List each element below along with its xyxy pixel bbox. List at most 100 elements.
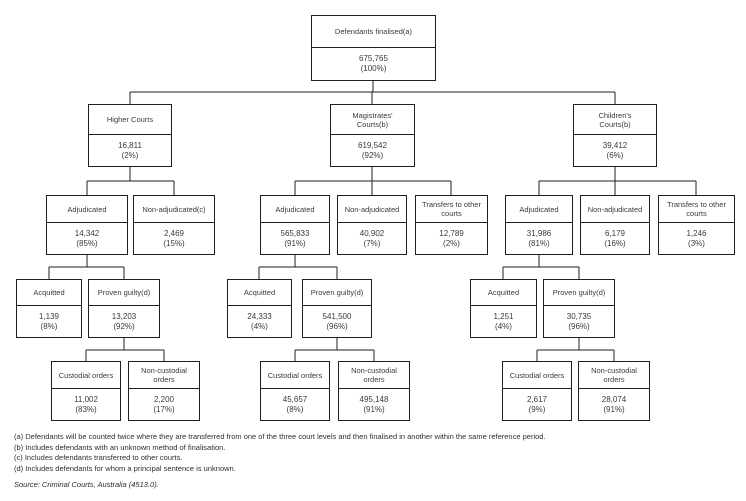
node-childrens-non-custodial-orders: Non-custodial orders 28,074 (91%) (578, 361, 650, 421)
connector-magistrates-adjudicated-to-verdicts (258, 255, 338, 279)
node-count: 2,200 (153, 394, 175, 404)
node-percent: (91%) (284, 238, 306, 248)
footnotes: (a) Defendants will be counted twice whe… (14, 432, 740, 491)
node-count: 619,542 (358, 140, 387, 150)
node-count: 45,657 (282, 394, 308, 404)
node-title: Proven guilty(d) (544, 280, 614, 306)
node-percent: (91%) (363, 404, 385, 414)
node-title: Acquitted (228, 280, 291, 306)
footnote-c: (c) Includes defendants transferred to o… (14, 453, 183, 462)
node-percent: (6%) (606, 150, 624, 160)
node-values: 2,469 (15%) (134, 223, 214, 254)
node-higher-courts: Higher Courts 16,811 (2%) (88, 104, 172, 167)
connector-childrens-adjudicated-to-verdicts (502, 255, 580, 279)
connector-root-to-courts (129, 81, 616, 104)
node-count: 28,074 (601, 394, 627, 404)
node-count: 1,139 (38, 311, 60, 321)
node-percent: (100%) (360, 64, 387, 73)
node-title: Custodial orders (261, 362, 329, 389)
node-title: Custodial orders (52, 362, 120, 389)
node-count: 495,148 (359, 394, 389, 404)
node-higher-non-adjudicated: Non-adjudicated(c) 2,469 (15%) (133, 195, 215, 255)
node-values: 6,179 (16%) (581, 223, 649, 254)
node-higher-adjudicated: Adjudicated 14,342 (85%) (46, 195, 128, 255)
node-title: Non-adjudicated (581, 196, 649, 223)
node-values: 495,148 (91%) (339, 389, 409, 420)
footnote-d: (d) Includes defendants for whom a princ… (14, 463, 236, 473)
node-magistrates-custodial-orders: Custodial orders 45,657 (8%) (260, 361, 330, 421)
node-childrens-proven-guilty: Proven guilty(d) 30,735 (96%) (543, 279, 615, 338)
node-title: Adjudicated (506, 196, 572, 223)
node-values: 1,246 (3%) (659, 223, 734, 254)
node-values: 565,833 (91%) (261, 223, 329, 254)
source-note: Source: Criminal Courts, Australia (4513… (14, 480, 159, 489)
node-values: 30,735 (96%) (544, 306, 614, 337)
node-title: Transfers to other courts (416, 196, 487, 223)
node-values: 16,811 (2%) (89, 135, 171, 166)
node-title: Acquitted (17, 280, 81, 306)
node-values: 541,500 (96%) (303, 306, 371, 337)
node-childrens-courts: Children's Courts(b) 39,412 (6%) (573, 104, 657, 167)
node-title: Defendants finalised(a) (312, 16, 435, 48)
node-percent: (17%) (153, 404, 175, 414)
node-percent: (85%) (76, 238, 98, 248)
node-percent: (96%) (326, 321, 348, 331)
node-percent: (2%) (443, 238, 460, 248)
node-values: 11,002 (83%) (52, 389, 120, 420)
node-title: Adjudicated (47, 196, 127, 223)
node-percent: (2%) (121, 150, 139, 160)
node-title: Custodial orders (503, 362, 571, 389)
node-title: Non-custodial orders (129, 362, 199, 389)
node-percent: (81%) (528, 238, 550, 248)
node-magistrates-acquitted: Acquitted 24,333 (4%) (227, 279, 292, 338)
connector-magistrates-proven-to-sentences (294, 338, 375, 361)
node-values: 2,617 (9%) (503, 389, 571, 420)
node-count: 30,735 (566, 311, 592, 321)
node-count: 24,333 (247, 311, 272, 321)
node-values: 1,251 (4%) (471, 306, 536, 337)
node-percent: (7%) (363, 238, 381, 248)
node-count: 675,765 (359, 54, 388, 63)
node-count: 6,179 (604, 228, 626, 238)
node-values: 13,203 (92%) (89, 306, 159, 337)
node-values: 675,765 (100%) (312, 48, 435, 80)
connector-higher-to-outcomes (86, 167, 175, 195)
connector-childrens-to-outcomes (538, 167, 697, 195)
node-values: 12,789 (2%) (416, 223, 487, 254)
node-count: 2,469 (163, 228, 185, 238)
node-childrens-transfers: Transfers to other courts 1,246 (3%) (658, 195, 735, 255)
node-title: Transfers to other courts (659, 196, 734, 223)
node-higher-acquitted: Acquitted 1,139 (8%) (16, 279, 82, 338)
node-title: Non-custodial orders (579, 362, 649, 389)
node-title: Non-custodial orders (339, 362, 409, 389)
node-title: Magistrates' Courts(b) (331, 105, 414, 135)
node-count: 11,002 (74, 394, 98, 404)
connector-childrens-proven-to-sentences (536, 338, 615, 361)
node-percent: (8%) (40, 321, 58, 331)
node-values: 31,986 (81%) (506, 223, 572, 254)
node-defendants-finalised: Defendants finalised(a) 675,765 (100%) (311, 15, 436, 81)
node-higher-custodial-orders: Custodial orders 11,002 (83%) (51, 361, 121, 421)
node-values: 28,074 (91%) (579, 389, 649, 420)
footnote-a: (a) Defendants will be counted twice whe… (14, 432, 546, 441)
node-higher-proven-guilty: Proven guilty(d) 13,203 (92%) (88, 279, 160, 338)
node-count: 16,811 (118, 140, 142, 150)
node-count: 1,246 (686, 228, 707, 238)
node-title: Non-adjudicated (338, 196, 406, 223)
node-magistrates-non-custodial-orders: Non-custodial orders 495,148 (91%) (338, 361, 410, 421)
node-title: Acquitted (471, 280, 536, 306)
node-count: 39,412 (602, 140, 628, 150)
node-magistrates-non-adjudicated: Non-adjudicated 40,902 (7%) (337, 195, 407, 255)
node-percent: (8%) (286, 404, 304, 414)
node-percent: (4%) (251, 321, 268, 331)
node-childrens-acquitted: Acquitted 1,251 (4%) (470, 279, 537, 338)
node-count: 31,986 (526, 228, 552, 238)
connector-magistrates-to-outcomes (294, 167, 452, 195)
node-title: Proven guilty(d) (89, 280, 159, 306)
node-percent: (4%) (495, 321, 512, 331)
node-percent: (83%) (75, 404, 97, 414)
node-percent: (92%) (113, 321, 135, 331)
node-childrens-non-adjudicated: Non-adjudicated 6,179 (16%) (580, 195, 650, 255)
node-count: 2,617 (526, 394, 548, 404)
